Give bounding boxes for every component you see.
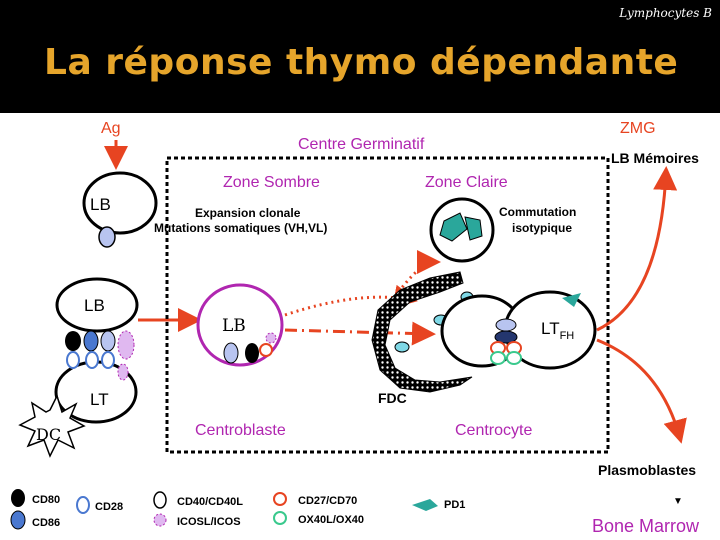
expansion-line2: Mutations somatiques (VH,VL) [154,221,327,235]
legend-icosl: ICOSL/ICOS [177,516,241,528]
ox40-marker [506,351,522,365]
germinal-center-diagram: Ag LB LB LT DC Centre Germinatif Zone So… [10,120,700,536]
lb-middle-cell [55,277,139,333]
centrocyte-label: Centrocyte [455,422,532,439]
icosl-marker [117,330,135,360]
legend-cd40: CD40/CD40L [177,496,243,508]
legend-ox40-swatch [273,511,287,525]
cd27-marker [259,343,273,357]
lb-top-cell [82,171,158,235]
legend-cd27-swatch [273,492,287,506]
cd40-receptor [98,226,116,248]
fdc-label: FDC [378,390,407,406]
dc-label: DC [36,425,61,444]
plasmoblastes-label: Plasmoblastes [598,462,696,478]
slide-title: La réponse thymo dépendante [44,42,679,83]
dc-cell [18,394,86,458]
legend-ox40: OX40L/OX40 [298,514,364,526]
germinal-center-box [165,156,610,454]
ox40l-marker [490,351,506,365]
antibody-shape [464,216,483,241]
ltfh-label: LTFH [541,319,574,342]
corner-label: Lymphocytes B [619,6,712,20]
lb-top-label: LB [90,195,111,214]
zone-sombre-label: Zone Sombre [223,174,320,191]
icos-marker [117,363,129,381]
zmg-label: ZMG [620,120,656,137]
lb-middle-label: LB [84,296,105,315]
legend-cd27: CD27/CD70 [298,495,357,507]
ag-label: Ag [101,120,121,137]
dashdot-arrow [284,321,436,346]
cd86-marker [83,330,99,352]
legend-cd80: CD80 [32,494,60,506]
plasmoblast-arrow [596,338,687,444]
small-arrow-mark: ▼ [673,496,683,507]
legend-cd28-swatch [76,496,90,514]
fdc-cell [371,271,473,393]
slide-header: Lymphocytes B La réponse thymo dépendant… [0,0,720,113]
cd40-marker [223,342,239,364]
legend-cd40-swatch [153,491,167,509]
cd40-marker [100,330,116,352]
lt-label: LT [90,390,109,409]
lb-centroblast-label: LB [222,316,246,336]
legend-cd80-swatch [11,489,25,507]
antigen [394,341,410,353]
centroblast-cell [196,283,284,367]
centre-germinatif-label: Centre Germinatif [298,136,425,153]
legend-cd28: CD28 [95,501,123,513]
cd40-marker [495,318,517,332]
expansion-line1: Expansion clonale [195,206,301,220]
legend-pd1-swatch [412,499,438,511]
legend-pd1: PD1 [444,499,465,511]
commutation-line2: isotypique [512,221,572,235]
cd28-marker [66,351,80,369]
cd80-marker [65,331,81,351]
cd86-marker [494,330,518,344]
icosl-marker [265,332,277,344]
cd80-marker [245,343,259,363]
cd40l-marker [101,351,115,369]
pd1-marker [562,293,581,307]
legend-cd86: CD86 [32,517,60,529]
legend-icosl-swatch [153,513,167,527]
legend-cd86-swatch [10,510,26,530]
lb-memoires-label: LB Mémoires [611,150,699,166]
memory-arrow [596,166,678,332]
centroblaste-label: Centroblaste [195,422,286,439]
cd28-marker [85,351,99,369]
bone-marrow-label: Bone Marrow [592,516,700,536]
commutation-line1: Commutation [499,205,576,219]
antibody-shape [439,212,468,242]
zone-claire-label: Zone Claire [425,174,508,191]
